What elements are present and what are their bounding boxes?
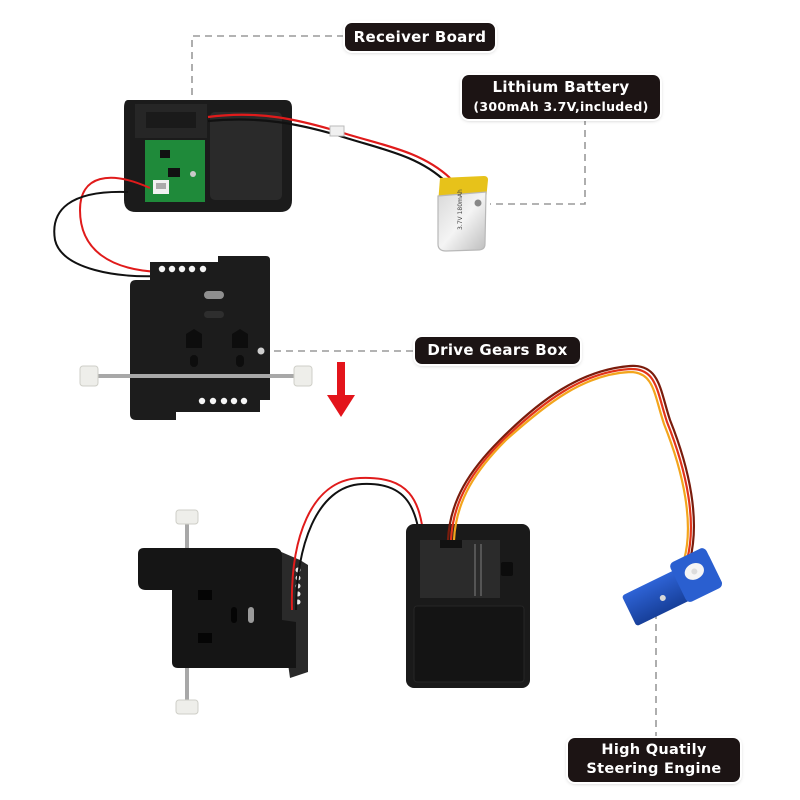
- lock-controller-wires: [290, 476, 425, 611]
- steering-engine-label: High Quatily Steering Engine: [568, 738, 740, 782]
- battery: 3.7V 180mAh: [437, 176, 488, 252]
- battery-wires: [207, 113, 451, 183]
- lithium-battery-spec-text: (300mAh 3.7V,included): [473, 99, 649, 114]
- controller-box: [406, 524, 530, 688]
- steering-engine-label-line1: High Quatily: [601, 742, 707, 758]
- receiver-board-label-text: Receiver Board: [353, 28, 487, 46]
- drive-gears-box-bottom: [138, 509, 308, 715]
- red-arrow-down-icon: [327, 362, 355, 417]
- svg-text:3.7V 180mAh: 3.7V 180mAh: [457, 189, 464, 230]
- receiver-lock-wires: [53, 176, 161, 278]
- drive-gears-box-label: Drive Gears Box: [415, 337, 580, 364]
- servo-wires: [446, 364, 695, 561]
- receiver-board-label: Receiver Board: [345, 23, 495, 51]
- lithium-battery-label-text: Lithium Battery: [492, 78, 630, 96]
- leader-receiver: [191, 35, 344, 104]
- steering-engine-label-line2: Steering Engine: [586, 761, 722, 777]
- servo: [622, 548, 723, 626]
- leader-lines: [191, 35, 657, 737]
- lithium-battery-label: Lithium Battery (300mAh 3.7V,included): [462, 75, 660, 119]
- leader-battery: [490, 118, 586, 205]
- drive-gears-box-label-text: Drive Gears Box: [427, 341, 568, 359]
- receiver-box: [124, 100, 292, 212]
- drive-gears-box-top: [79, 256, 313, 420]
